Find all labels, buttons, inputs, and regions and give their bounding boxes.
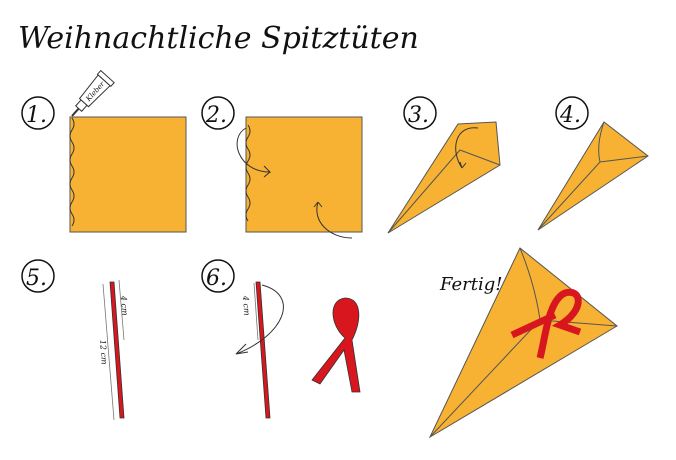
fold-arrow-icon <box>313 201 353 239</box>
finished-ribbon-icon <box>510 288 582 359</box>
measure-4cm: 4 cm <box>119 295 129 317</box>
svg-text:4 cm: 4 cm <box>241 295 251 317</box>
step-1-badge: 1. <box>21 96 55 130</box>
ribbon-strip-step-5: 4 cm 12 cm <box>98 279 129 421</box>
svg-text:3.: 3. <box>408 103 429 128</box>
svg-text:5.: 5. <box>26 266 47 291</box>
glue-line <box>69 117 75 227</box>
step-6-badge: 6. <box>201 259 235 293</box>
done-label: Fertig! <box>439 274 503 295</box>
fold-arrow-icon <box>455 127 479 169</box>
measure-12cm: 12 cm <box>98 340 109 366</box>
ribbon-strip-step-6: 4 cm <box>235 281 284 419</box>
step-5-badge: 5. <box>21 259 55 293</box>
svg-text:6.: 6. <box>206 266 227 291</box>
ribbon-loop-icon <box>311 297 361 393</box>
cone-step-4 <box>537 121 649 231</box>
svg-text:1.: 1. <box>26 103 47 128</box>
page-title: Weihnachtliche Spitztüten <box>18 21 419 56</box>
glue-tube-icon: Kleber <box>71 69 115 117</box>
glue-line <box>245 124 251 222</box>
paper-square-2 <box>245 116 363 233</box>
step-2-badge: 2. <box>201 96 235 130</box>
step-4-badge: 4. <box>555 96 589 130</box>
step-3-badge: 3. <box>403 96 437 130</box>
svg-text:2.: 2. <box>205 103 227 128</box>
fold-arrow-icon <box>236 127 272 178</box>
paper-square-1 <box>69 116 187 233</box>
fold-arrow-icon <box>235 284 284 355</box>
cone-step-3 <box>387 121 501 234</box>
svg-text:4.: 4. <box>559 103 581 128</box>
